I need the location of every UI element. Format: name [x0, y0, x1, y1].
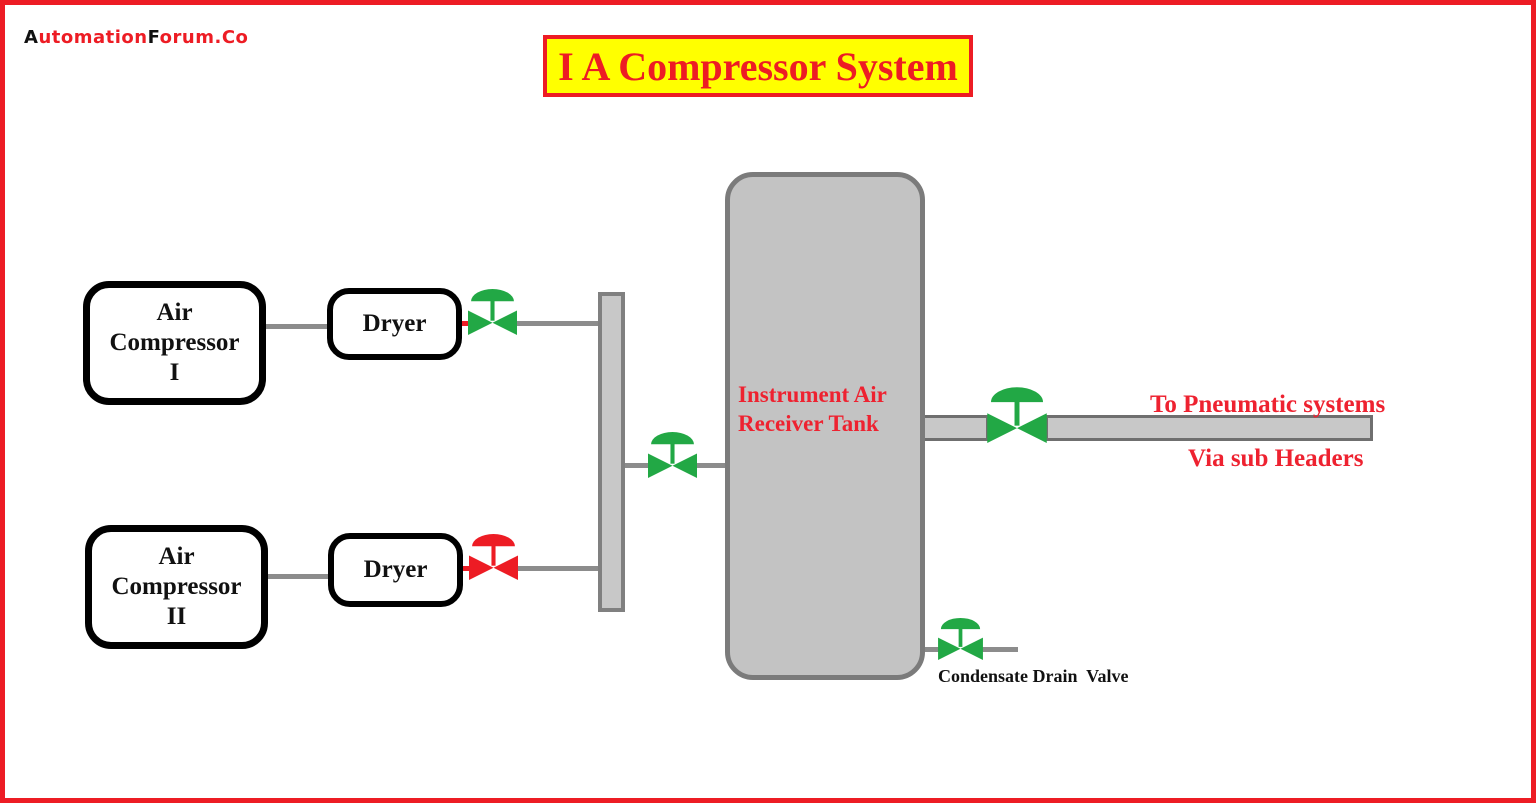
outlet-destination-sublabel: Via sub Headers — [1188, 445, 1364, 472]
brand-segment: A — [24, 27, 39, 48]
tank-label: Instrument Air Receiver Tank — [738, 380, 887, 438]
air-compressor-2-label-line: Compressor — [111, 573, 242, 600]
outlet-destination-label: To Pneumatic systems — [1150, 391, 1386, 418]
pipe-line-tank-drain-valve — [921, 647, 943, 652]
diagram-title: I A Compressor System — [558, 43, 958, 89]
instrument-air-receiver-tank: Instrument Air Receiver Tank — [725, 172, 925, 680]
dryer-2-label: Dryer — [363, 556, 428, 583]
pipe-stub-dryer2-valve — [456, 566, 471, 571]
dryer-2-box: Dryer — [328, 533, 463, 607]
air-compressor-1-label-line: Compressor — [109, 329, 240, 356]
outlet-header-pipe-left — [921, 415, 989, 441]
dryer1-outlet-valve-icon — [468, 289, 517, 335]
manifold-header-bar — [598, 292, 625, 612]
dryer2-outlet-valve-icon — [469, 534, 518, 580]
tank-inlet-valve-icon — [648, 432, 697, 478]
pipe-line-drain-valve-out — [980, 647, 1018, 652]
brand-logo: AutomationForum.Co — [24, 27, 248, 48]
pipe-line-valve3-tank — [695, 463, 727, 468]
air-compressor-2-label-line: Air — [158, 543, 195, 570]
outlet-header-pipe-right — [1045, 415, 1373, 441]
brand-segment: utomation — [38, 27, 148, 48]
air-compressor-2-box: Air Compressor II — [85, 525, 268, 649]
pipe-line-valve2-manifold — [515, 566, 601, 571]
condensate-drain-valve-icon — [938, 617, 983, 660]
brand-segment: orum.Co — [159, 27, 249, 48]
dryer-1-box: Dryer — [327, 288, 462, 360]
pipe-line-manifold-valve3 — [623, 463, 651, 468]
air-compressor-1-label-line: I — [169, 359, 180, 386]
air-compressor-2-label-line: II — [166, 603, 187, 630]
diagram-title-box: I A Compressor System — [543, 35, 973, 97]
tank-label-line: Receiver Tank — [738, 411, 879, 436]
pipe-line-compressor1-dryer1 — [263, 324, 331, 329]
pipe-line-compressor2-dryer2 — [265, 574, 331, 579]
dryer-1-label: Dryer — [362, 310, 427, 337]
air-compressor-1-label-line: Air — [156, 299, 193, 326]
tank-label-line: Instrument Air — [738, 382, 887, 407]
brand-segment: F — [147, 27, 160, 48]
tank-outlet-valve-icon — [987, 387, 1047, 443]
pipe-stub-dryer1-valve — [456, 321, 471, 326]
air-compressor-1-box: Air Compressor I — [83, 281, 266, 405]
condensate-drain-valve-label: Condensate Drain Valve — [938, 666, 1129, 686]
pipe-line-valve1-manifold — [513, 321, 601, 326]
